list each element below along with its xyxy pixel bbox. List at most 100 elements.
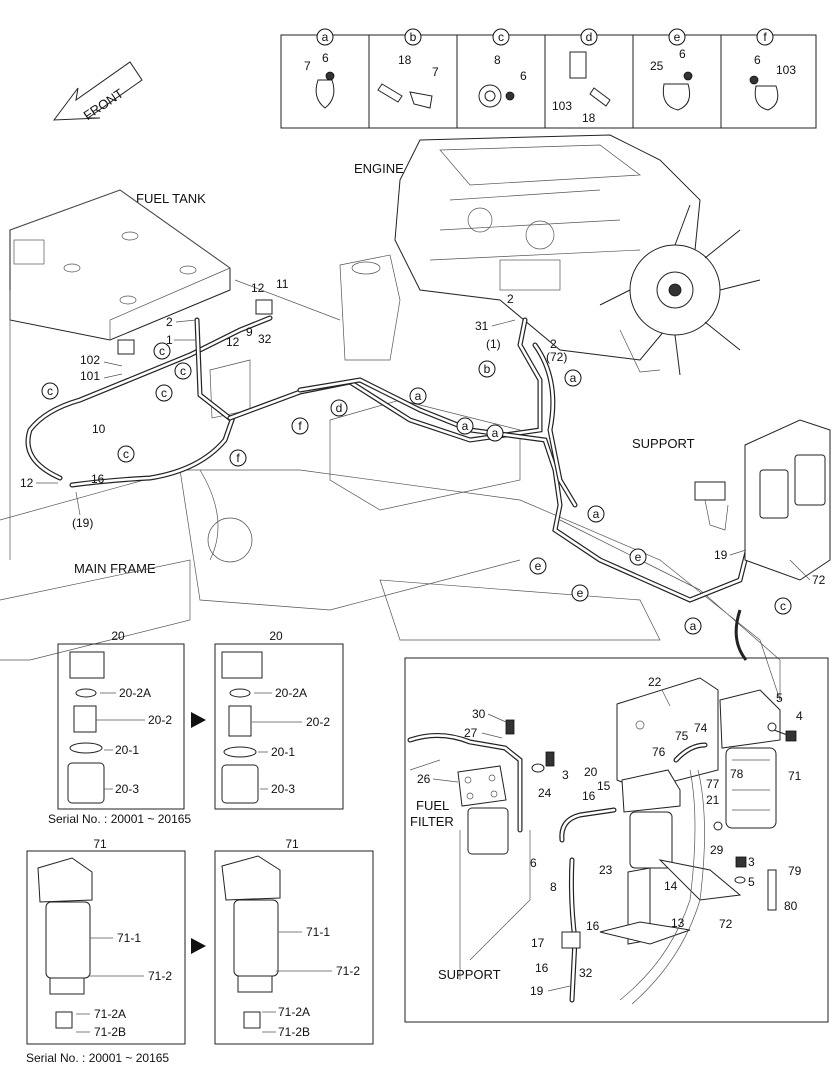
kit-71-label-1: 71-1: [306, 925, 330, 939]
filter-element-icon: [228, 705, 252, 737]
support-label: SUPPORT: [632, 436, 695, 451]
kit-20-label-2a: 20-2A: [119, 686, 151, 700]
callout-16: 16: [586, 919, 600, 933]
filter-body-icon: [45, 901, 91, 979]
kit-71-left: 71 71-1 71-2 71-2A 71-2B Serial No. : 20…: [26, 837, 186, 1065]
filter-head-icon: [37, 857, 93, 903]
kit-71-label-2b: 71-2B: [278, 1025, 310, 1039]
filter-head-icon: [221, 855, 281, 901]
kit-20-label-2: 20-2: [306, 715, 330, 729]
svg-text:c: c: [123, 447, 129, 461]
svg-text:c: c: [161, 386, 167, 400]
callout-31: 31: [475, 319, 489, 333]
legend-f-label-2: 103: [776, 63, 796, 77]
fuel-hoses: [25, 315, 758, 603]
filter-body-icon: [233, 899, 279, 977]
fuel-filter-label: FUEL: [416, 798, 449, 813]
bolt-icon: [505, 91, 515, 101]
svg-text:a: a: [690, 619, 697, 633]
kit-20-serial: Serial No. : 20001 ~ 20165: [48, 812, 191, 826]
fuel-filter-icon: [629, 811, 673, 869]
support-filters-upper: [694, 419, 831, 581]
callout-3: 3: [562, 768, 569, 782]
kit-20-label-2a: 20-2A: [275, 686, 307, 700]
callout-19: 19: [714, 548, 728, 562]
pin-icon: [767, 869, 777, 911]
kit-20-label-1: 20-1: [271, 745, 295, 759]
kit-71-right: 71 71-1 71-2 71-2A 71-2B: [214, 837, 374, 1045]
legend-letter-d: d: [586, 30, 593, 44]
engine-label: ENGINE: [354, 161, 404, 176]
callout-12: 12: [226, 335, 240, 349]
callout-20: 20: [584, 765, 598, 779]
engine-illustration: [394, 134, 761, 376]
filter-bracket: [457, 765, 507, 807]
legend-cell-e: e 25 6: [650, 28, 693, 111]
marker-c: c: [174, 362, 192, 380]
legend-c-label-1: 8: [494, 53, 501, 67]
connector-icon: [255, 299, 273, 315]
callout-19-ref: (19): [72, 516, 93, 530]
callout-2: 2: [166, 315, 173, 329]
marker-c: c: [153, 342, 171, 360]
legend-letter-c: c: [498, 30, 504, 44]
svg-text:f: f: [298, 419, 302, 433]
arrow-right-icon: [191, 712, 206, 728]
kit-20-label-3: 20-3: [115, 782, 139, 796]
front-arrow: FRONT: [52, 61, 143, 123]
fuel-filter-icon: [725, 747, 777, 829]
callout-30: 30: [472, 707, 486, 721]
callout-22: 22: [648, 675, 662, 689]
legend-letter-f: f: [763, 30, 767, 44]
callout-23: 23: [599, 863, 613, 877]
callout-2: 2: [507, 292, 514, 306]
kit-20-label-2: 20-2: [148, 713, 172, 727]
callout-6: 6: [530, 856, 537, 870]
legend-b-label-1: 18: [398, 53, 412, 67]
callout-21: 21: [706, 793, 720, 807]
callout-75: 75: [675, 729, 689, 743]
callout-27: 27: [464, 726, 478, 740]
svg-text:a: a: [593, 507, 600, 521]
callout-3: 3: [748, 855, 755, 869]
kit-71-title: 71: [93, 837, 107, 851]
fuel-filter-detail: FUEL FILTER SUPPORT 22 5 4 30 27 74 75 7…: [404, 657, 829, 1023]
svg-text:b: b: [484, 362, 491, 376]
legend-b-label-2: 7: [432, 65, 439, 79]
marker-a: a: [564, 369, 582, 387]
kit-71-label-2b: 71-2B: [94, 1025, 126, 1039]
marker-e: e: [629, 548, 647, 566]
callout-77: 77: [706, 777, 720, 791]
support-plate: [616, 677, 719, 791]
kit-20-title: 20: [269, 629, 283, 643]
callout-78: 78: [730, 767, 744, 781]
svg-text:c: c: [780, 599, 786, 613]
callout-72: 72: [719, 917, 733, 931]
legend-cell-a: a 7 6: [304, 28, 335, 109]
legend-letter-e: e: [674, 30, 681, 44]
fuel-filter-icon: [794, 454, 826, 506]
svg-text:c: c: [180, 364, 186, 378]
svg-text:a: a: [570, 371, 577, 385]
washer-icon: [531, 763, 545, 773]
legend-f-label-1: 6: [754, 53, 761, 67]
callout-12: 12: [251, 281, 265, 295]
callout-15: 15: [597, 779, 611, 793]
marker-c: c: [117, 445, 135, 463]
svg-text:a: a: [462, 419, 469, 433]
callout-72-ref: (72): [546, 350, 567, 364]
filter-head-icon: [221, 651, 263, 679]
p-clip-icon: [754, 85, 779, 111]
drain-cap: [117, 339, 135, 355]
kit-20-label-3: 20-3: [271, 782, 295, 796]
kit-71-label-1: 71-1: [117, 931, 141, 945]
callout-5: 5: [748, 875, 755, 889]
callout-8: 8: [550, 880, 557, 894]
marker-c: c: [41, 382, 59, 400]
bolt-icon: [325, 71, 335, 81]
callout-10: 10: [92, 422, 106, 436]
callout-14: 14: [664, 879, 678, 893]
callout-9: 9: [246, 325, 253, 339]
fuel-filter-icon: [759, 469, 789, 519]
